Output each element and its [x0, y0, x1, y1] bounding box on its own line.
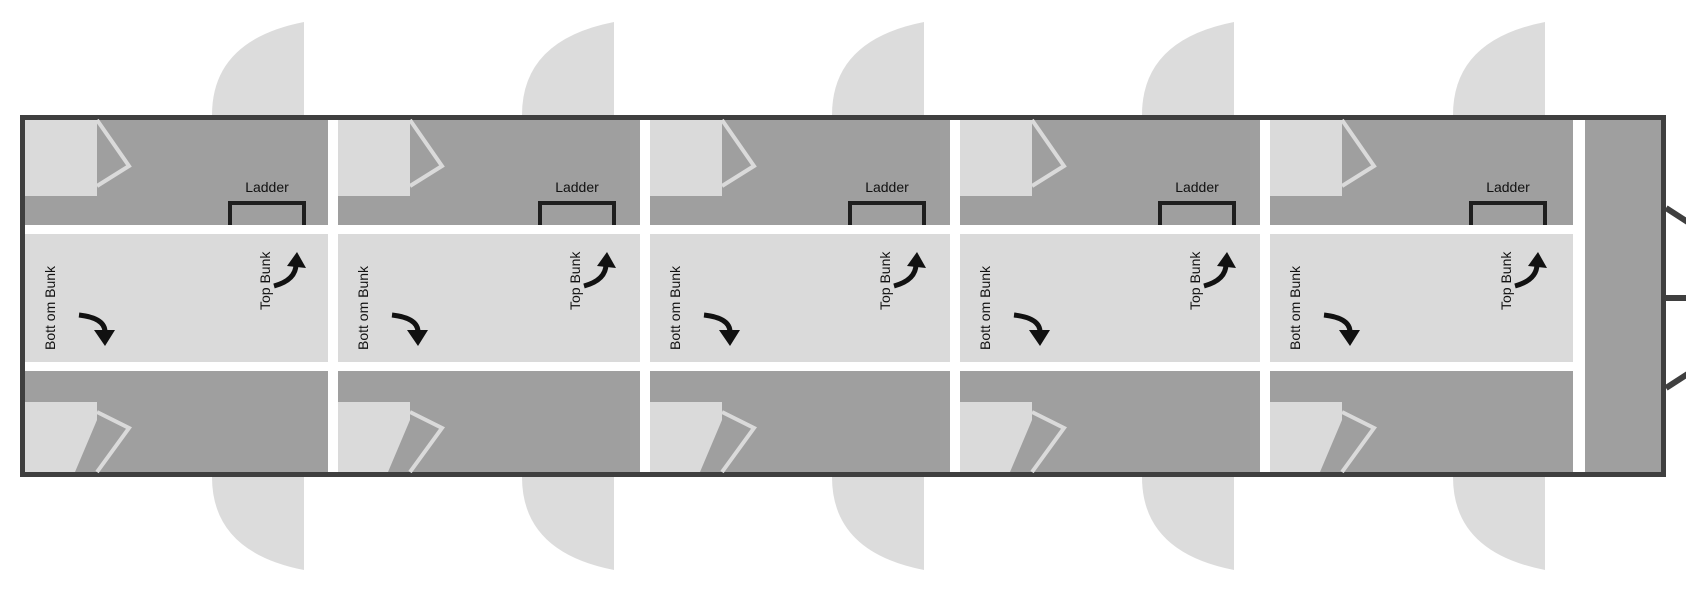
ladder-label: Ladder	[555, 179, 599, 195]
door-swing-icon	[212, 477, 304, 570]
sink-icon	[650, 402, 758, 474]
sink-icon	[1270, 118, 1377, 225]
door-swing-icon	[832, 477, 924, 570]
top-bunk-label: Top Bunk	[1187, 251, 1203, 310]
sink-icon	[1270, 402, 1378, 474]
curved-arrow-down-icon	[1013, 312, 1050, 346]
trailer-hitch	[1664, 205, 1686, 391]
door-swing-icon	[522, 22, 614, 115]
ladder-label: Ladder	[1175, 179, 1219, 195]
ladder-icon	[1469, 201, 1547, 225]
sink-icon	[338, 118, 445, 225]
bottom-bunk-label: Bott om Bunk	[977, 265, 993, 350]
bottom-bunk-label: Bott om Bunk	[1287, 265, 1303, 350]
sink-icon	[25, 402, 133, 474]
ladder-label: Ladder	[245, 179, 289, 195]
curved-arrow-up-icon	[583, 252, 616, 289]
bunk-area	[25, 234, 328, 362]
bunk-area	[338, 234, 640, 362]
ladder-label: Ladder	[865, 179, 909, 195]
sink-icon	[960, 118, 1067, 225]
curved-arrow-up-icon	[893, 252, 926, 289]
ladder-icon	[848, 201, 926, 225]
ladder-icon	[538, 201, 616, 225]
bottom-bunk-label: Bott om Bunk	[42, 265, 58, 350]
door-swing-icon	[1142, 477, 1234, 570]
door-swing-icon	[1453, 477, 1545, 570]
top-bunk-label: Top Bunk	[257, 251, 273, 310]
door-swing-icon	[212, 22, 304, 115]
curved-arrow-down-icon	[391, 312, 428, 346]
ladder-icon	[1158, 201, 1236, 225]
bunk-area	[1270, 234, 1573, 362]
top-bunk-label: Top Bunk	[1498, 251, 1514, 310]
sink-icon	[25, 118, 132, 225]
hitch-bars	[1664, 205, 1686, 391]
end-room	[1585, 120, 1661, 472]
door-swing-icon	[1142, 22, 1234, 115]
bottom-bunk-label: Bott om Bunk	[355, 265, 371, 350]
bunk-area	[650, 234, 950, 362]
curved-arrow-up-icon	[273, 252, 306, 289]
sink-icon	[960, 402, 1068, 474]
curved-arrow-down-icon	[1323, 312, 1360, 346]
sink-icon	[650, 118, 757, 225]
door-swing-icon	[832, 22, 924, 115]
ladder-icon	[228, 201, 306, 225]
top-bunk-label: Top Bunk	[567, 251, 583, 310]
curved-arrow-down-icon	[703, 312, 740, 346]
bottom-bunk-label: Bott om Bunk	[667, 265, 683, 350]
curved-arrow-up-icon	[1514, 252, 1547, 289]
sink-icon	[338, 402, 446, 474]
curved-arrow-down-icon	[78, 312, 115, 346]
door-swing-icon	[1453, 22, 1545, 115]
bunk-area	[960, 234, 1260, 362]
ladder-label: Ladder	[1486, 179, 1530, 195]
door-swing-icon	[522, 477, 614, 570]
exterior-doors-bottom	[212, 477, 1545, 570]
top-bunk-label: Top Bunk	[877, 251, 893, 310]
curved-arrow-up-icon	[1203, 252, 1236, 289]
exterior-doors-top	[212, 22, 1545, 115]
